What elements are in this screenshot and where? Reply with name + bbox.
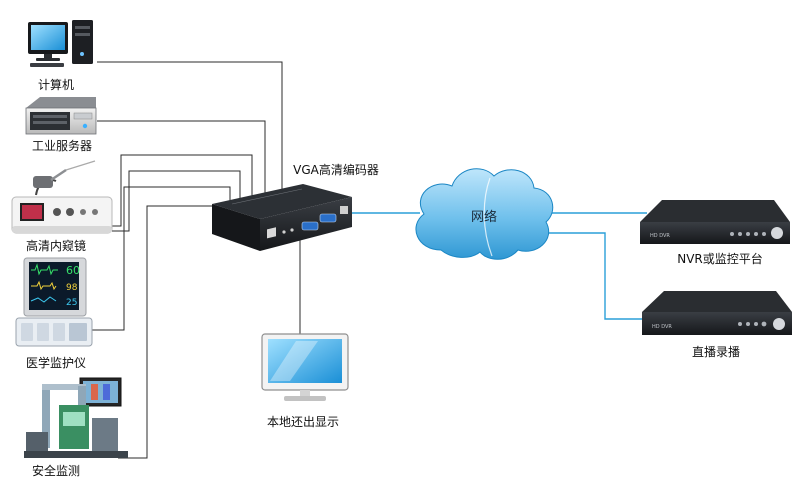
computer-device: 计算机	[28, 20, 93, 92]
cable-security	[118, 205, 216, 459]
security-check-device: 安全监测	[24, 377, 128, 478]
vga-port	[301, 221, 319, 231]
endoscope-camera	[33, 176, 53, 188]
security-scanner	[59, 405, 89, 449]
lan-port	[340, 206, 348, 214]
record-badge: HD DVR	[652, 324, 672, 330]
encoder-left-face	[212, 204, 260, 251]
nvr-label: NVR或监控平台	[677, 251, 763, 266]
live-record-device: HD DVR 直播录播	[642, 291, 792, 359]
monitor-label: 医学监护仪	[26, 355, 86, 370]
network-label: 网络	[471, 209, 497, 225]
record-label: 直播录播	[692, 345, 740, 359]
encoder-top	[212, 184, 352, 219]
nvr-dial	[771, 227, 783, 239]
line-network-record	[548, 232, 645, 320]
nvr-top	[640, 200, 790, 222]
endoscope-label: 高清内窥镜	[26, 238, 86, 253]
record-top	[642, 291, 792, 312]
nvr-device: HD DVR NVR或监控平台	[640, 200, 790, 266]
network-cloud: 网络	[415, 168, 554, 260]
cable-endoscope-a	[112, 154, 253, 227]
record-front	[642, 312, 792, 335]
display-screen	[268, 339, 342, 383]
vga-encoder-device: VGA高清编码器	[212, 162, 379, 251]
security-gate	[42, 386, 50, 448]
record-dial	[773, 318, 785, 330]
monitor-readout-low: 25	[66, 298, 77, 308]
nvr-buttons	[730, 232, 766, 236]
cable-endoscope-b	[112, 170, 241, 232]
vga-port-2	[319, 213, 337, 223]
monitor-readout-top: 60	[66, 264, 80, 277]
nvr-front	[640, 222, 790, 244]
cable-monitor	[92, 186, 231, 331]
computer-label: 计算机	[38, 77, 74, 92]
record-buttons	[738, 321, 767, 327]
input-cables	[92, 61, 301, 459]
cable-computer	[97, 61, 283, 191]
industrial-server-device: 工业服务器	[25, 97, 97, 153]
endoscope-device: 高清内窥镜	[11, 160, 113, 253]
display-label: 本地还出显示	[267, 415, 339, 429]
nvr-badge: HD DVR	[650, 233, 670, 239]
computer-tower	[72, 20, 93, 64]
cable-server	[97, 120, 266, 194]
encoder-label: VGA高清编码器	[293, 162, 379, 177]
medical-monitor-device: 60 98 25 医学监护仪	[15, 257, 93, 370]
local-display-device: 本地还出显示	[261, 333, 349, 429]
security-label: 安全监测	[32, 463, 80, 478]
network-lines	[352, 212, 647, 320]
monitor-readout-mid: 98	[66, 283, 78, 293]
server-label: 工业服务器	[32, 138, 92, 153]
